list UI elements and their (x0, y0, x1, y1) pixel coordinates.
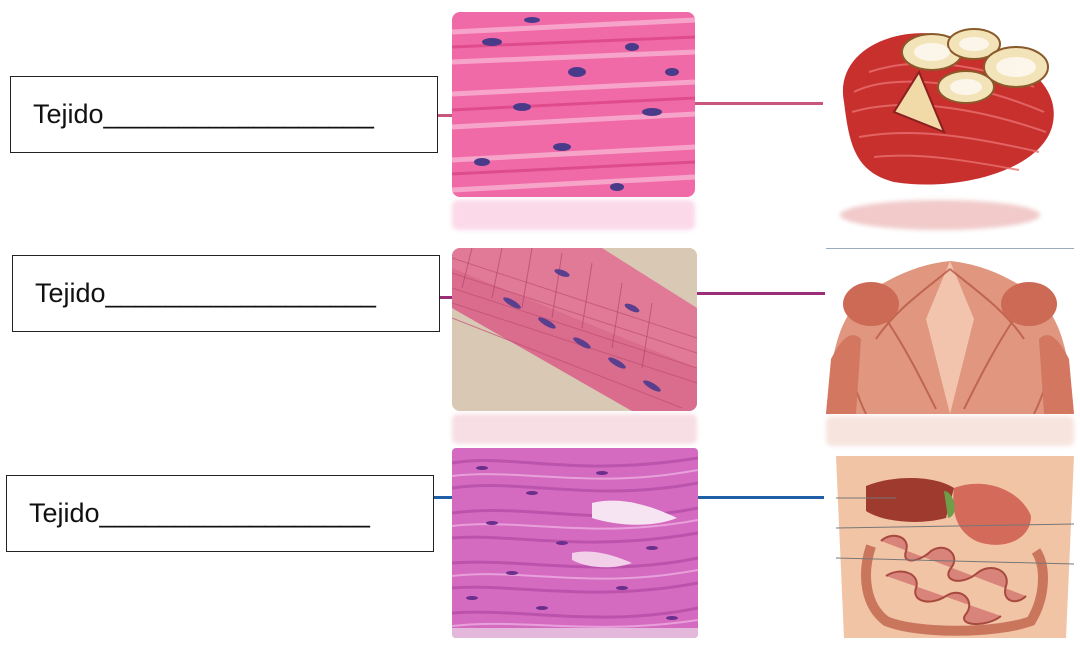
tissue-label-box-3[interactable]: Tejido__________________ (6, 475, 434, 552)
tissue-label-box-1[interactable]: Tejido__________________ (10, 76, 438, 153)
heart-illustration (824, 12, 1070, 192)
heart-reflection (840, 200, 1040, 230)
tissue-label-2: Tejido__________________ (35, 278, 376, 309)
micrograph-reflection-1 (452, 200, 695, 230)
connector-line-3-right (698, 496, 824, 499)
connector-line-2-right (697, 292, 825, 295)
skeletal-muscle-micrograph (452, 248, 697, 411)
micrograph-reflection-2 (452, 414, 697, 444)
tissue-label-1: Tejido__________________ (33, 99, 374, 130)
smooth-muscle-micrograph (452, 448, 698, 638)
back-reflection (826, 416, 1074, 446)
tissue-label-box-2[interactable]: Tejido__________________ (12, 255, 440, 332)
abdominal-organs-illustration (836, 456, 1074, 638)
back-muscles-illustration (826, 248, 1074, 414)
cardiac-muscle-micrograph (452, 12, 695, 197)
tissue-label-3: Tejido__________________ (29, 498, 370, 529)
connector-line-1-right (695, 102, 823, 105)
